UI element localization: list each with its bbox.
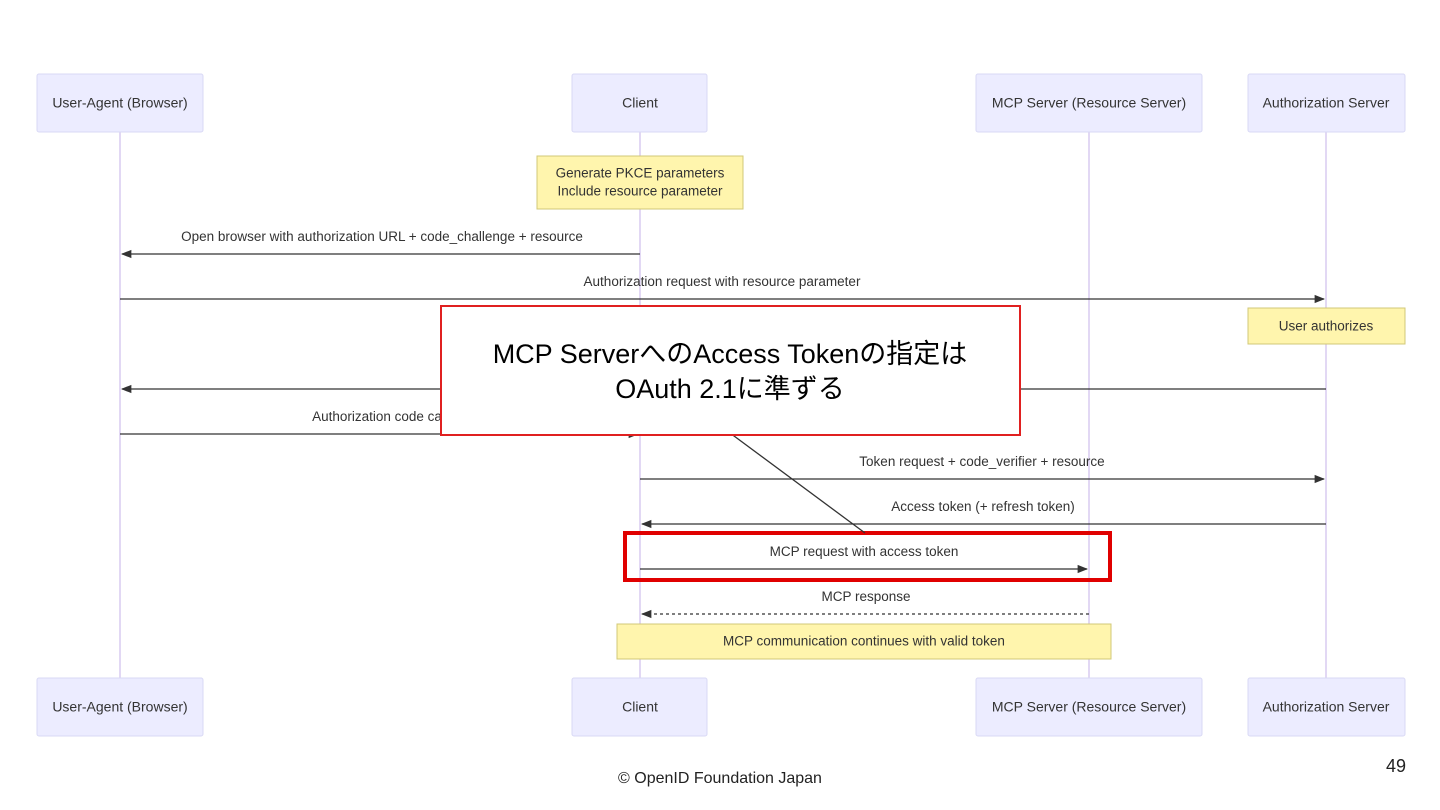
message-token-request: Token request + code_verifier + resource — [640, 454, 1326, 484]
actor-client-bottom: Client — [571, 677, 708, 737]
note-line: Generate PKCE parameters — [556, 166, 725, 181]
note-user-authorizes: User authorizes — [1247, 307, 1406, 345]
message-mcp-response: MCP response — [640, 589, 1089, 619]
actor-authorization-server-bottom: Authorization Server — [1247, 677, 1406, 737]
note-generate-pkce: Generate PKCE parameters Include resourc… — [536, 155, 744, 210]
actor-label: User-Agent (Browser) — [52, 95, 187, 111]
callout: MCP ServerへのAccess Tokenの指定は OAuth 2.1に準… — [440, 305, 1021, 436]
actor-label: Authorization Server — [1263, 95, 1390, 111]
copyright-footer: © OpenID Foundation Japan — [618, 770, 822, 787]
actor-mcp-server-bottom: MCP Server (Resource Server) — [975, 677, 1203, 737]
message-label: Authorization code call — [312, 409, 448, 424]
message-label: MCP request with access token — [770, 544, 959, 559]
message-label: Authorization request with resource para… — [584, 274, 861, 289]
note-line: User authorizes — [1279, 319, 1374, 334]
actor-label: User-Agent (Browser) — [52, 699, 187, 715]
note-line: MCP communication continues with valid t… — [723, 634, 1005, 649]
callout-pointer — [729, 432, 866, 534]
callout-line: OAuth 2.1に準ずる — [615, 374, 845, 404]
actor-browser-bottom: User-Agent (Browser) — [36, 677, 204, 737]
actor-label: MCP Server (Resource Server) — [992, 95, 1186, 111]
actor-authorization-server-top: Authorization Server — [1247, 73, 1406, 133]
page-number: 49 — [1385, 756, 1406, 776]
message-open-browser: Open browser with authorization URL + co… — [120, 229, 640, 259]
callout-line: MCP ServerへのAccess Tokenの指定は — [493, 339, 968, 369]
note-line: Include resource parameter — [557, 184, 723, 199]
actor-mcp-server-top: MCP Server (Resource Server) — [975, 73, 1203, 133]
actor-label: Client — [622, 95, 658, 111]
message-access-token: Access token (+ refresh token) — [640, 499, 1326, 529]
message-label: Open browser with authorization URL + co… — [181, 229, 583, 244]
message-label: Token request + code_verifier + resource — [859, 454, 1104, 469]
actor-label: MCP Server (Resource Server) — [992, 699, 1186, 715]
message-label: MCP response — [821, 589, 910, 604]
actor-label: Authorization Server — [1263, 699, 1390, 715]
note-mcp-communication: MCP communication continues with valid t… — [616, 623, 1112, 660]
highlight-mcp-request — [623, 531, 1112, 582]
message-mcp-request: MCP request with access token — [640, 544, 1089, 574]
actor-label: Client — [622, 699, 658, 715]
message-authorization-request: Authorization request with resource para… — [120, 274, 1326, 304]
message-label: Access token (+ refresh token) — [891, 499, 1074, 514]
actor-browser-top: User-Agent (Browser) — [36, 73, 204, 133]
actor-client-top: Client — [571, 73, 708, 133]
